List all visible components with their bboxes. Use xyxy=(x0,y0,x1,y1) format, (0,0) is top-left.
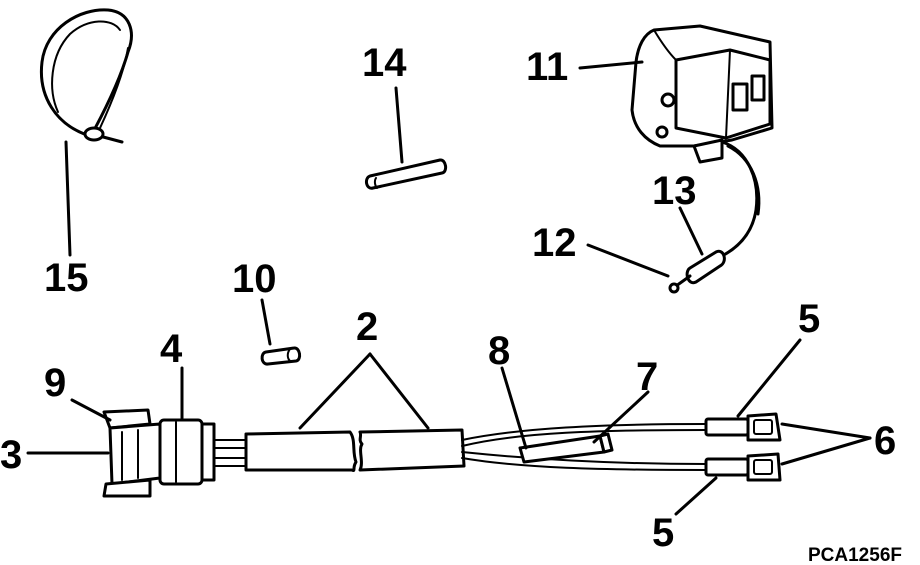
leader-5-bottom xyxy=(674,476,718,516)
leader-15 xyxy=(64,140,72,257)
leader-9 xyxy=(70,398,112,422)
part-6-terminal-bottom xyxy=(746,452,782,482)
callout-5-bottom: 5 xyxy=(652,511,674,555)
callout-10: 10 xyxy=(232,257,277,301)
callout-13: 13 xyxy=(652,169,697,213)
leader-5-top xyxy=(736,338,802,418)
leader-10 xyxy=(260,298,272,346)
part-5-insulator-top xyxy=(704,417,750,437)
harness-wires-fanout xyxy=(461,423,707,471)
part-10-small-pin xyxy=(260,346,302,366)
part-4-connector-body xyxy=(158,418,216,486)
callout-15: 15 xyxy=(44,256,89,300)
leader-6-bottom xyxy=(780,436,872,466)
callout-2: 2 xyxy=(356,305,378,349)
callout-6: 6 xyxy=(874,419,896,463)
part-15-cable-strap xyxy=(39,8,133,144)
part-11-relay-module xyxy=(630,24,774,164)
part-5-insulator-bottom xyxy=(704,457,750,477)
callout-9: 9 xyxy=(44,361,66,405)
leader-11 xyxy=(578,60,644,70)
leader-6-top xyxy=(780,422,872,440)
part-9-connector-cap xyxy=(102,408,162,498)
callout-11: 11 xyxy=(526,45,568,89)
part-13-lead-wire xyxy=(716,140,761,260)
callout-4: 4 xyxy=(160,327,183,371)
part-2-harness-sleeve xyxy=(244,428,466,472)
leader-7 xyxy=(592,390,650,444)
harness-wires-connector xyxy=(213,439,247,467)
part-12-wire-terminal xyxy=(668,249,726,294)
callout-3: 3 xyxy=(0,433,22,477)
leader-8 xyxy=(500,366,528,450)
part-7-wire-sleeve xyxy=(598,432,614,454)
callout-12: 12 xyxy=(532,221,577,265)
leader-14 xyxy=(394,86,404,164)
callout-8: 8 xyxy=(488,329,510,373)
part-8-wire-sleeve xyxy=(518,434,606,464)
callout-14: 14 xyxy=(362,41,407,85)
figure-code: PCA1256F xyxy=(808,545,902,565)
part-6-terminal-top xyxy=(746,412,782,442)
leader-13 xyxy=(678,206,704,256)
leader-12 xyxy=(586,243,670,278)
part-14-pin xyxy=(364,158,448,190)
leader-2-right xyxy=(368,352,430,430)
callout-5-top: 5 xyxy=(798,297,820,341)
callout-7: 7 xyxy=(636,355,658,399)
leader-2-left xyxy=(298,352,372,430)
